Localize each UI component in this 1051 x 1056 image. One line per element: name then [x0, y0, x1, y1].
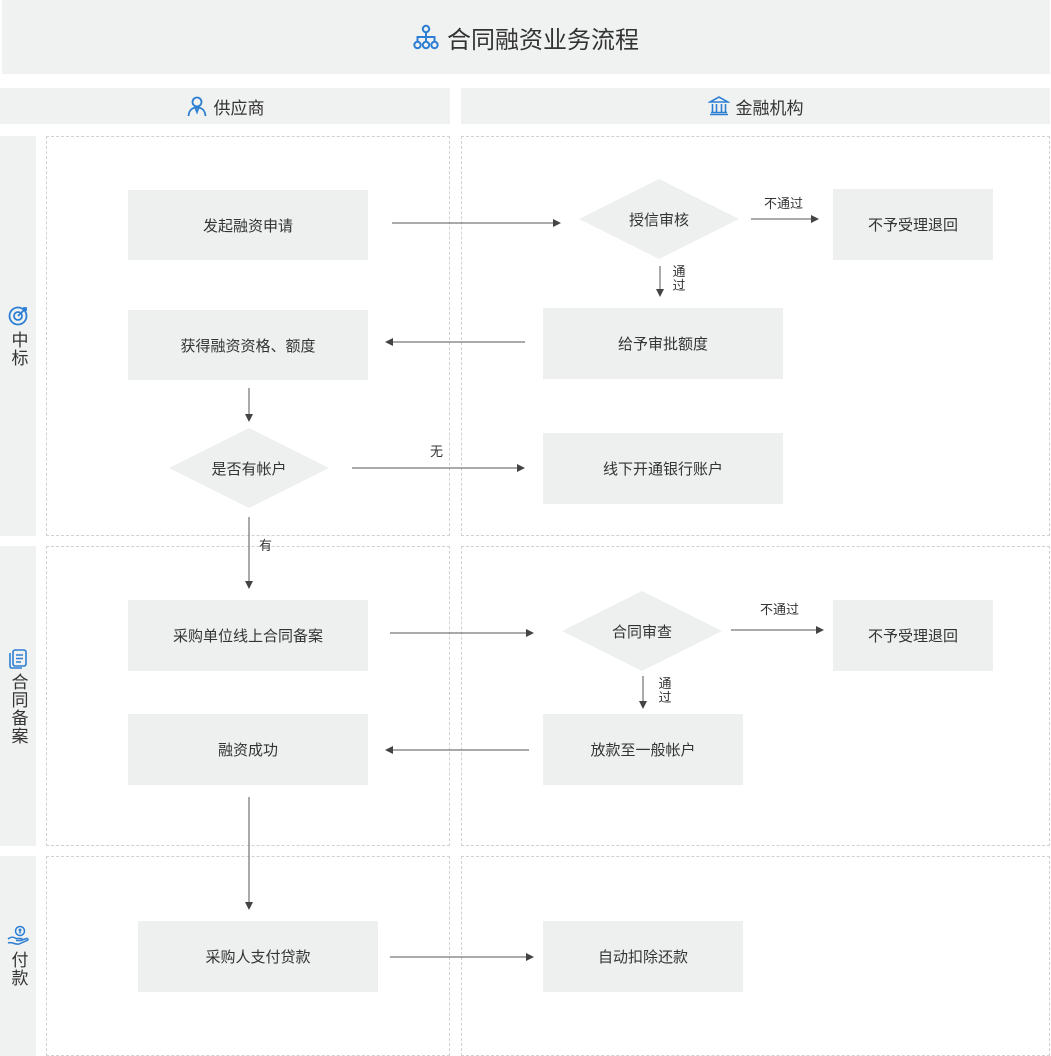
column-header-bank-label: 金融机构 [735, 98, 804, 119]
node-buyer-pay: 采购人支付贷款 [138, 921, 378, 992]
column-header-supplier-label: 供应商 [213, 98, 265, 119]
cell-supplier-bid [46, 136, 450, 536]
row-label-filing: 合同备案 [0, 546, 36, 846]
node-has-account: 是否有帐户 [169, 428, 329, 508]
column-header-supplier: 供应商 [0, 88, 450, 124]
node-contract-review: 合同审查 [562, 591, 722, 671]
node-credit-review: 授信审核 [579, 179, 739, 259]
column-header-bank: 金融机构 [461, 88, 1050, 124]
edge-label-fail-1: 不通过 [764, 197, 804, 212]
node-contract-filing: 采购单位线上合同备案 [128, 600, 368, 671]
node-reject-2: 不予受理退回 [833, 600, 993, 671]
title-text: 合同融资业务流程 [447, 25, 639, 54]
node-disburse: 放款至一般帐户 [543, 714, 743, 785]
node-apply: 发起融资申请 [128, 190, 368, 260]
node-has-account-label: 是否有帐户 [211, 459, 287, 478]
node-auto-repay: 自动扣除还款 [543, 921, 743, 992]
coin-hand-icon [7, 925, 29, 945]
edge-label-pass-2: 通过 [658, 677, 672, 706]
org-chart-icon [413, 24, 439, 50]
node-reject-1: 不予受理退回 [833, 189, 993, 260]
bank-icon [707, 96, 730, 116]
node-success: 融资成功 [128, 714, 368, 785]
cell-supplier-filing [46, 546, 450, 846]
node-get-quota: 获得融资资格、额度 [128, 310, 368, 380]
cell-bank-filing [461, 546, 1050, 846]
row-label-filing-text: 合同备案 [7, 673, 28, 745]
row-label-bid: 中标 [0, 136, 36, 536]
row-label-payment: 付款 [0, 856, 36, 1056]
node-contract-review-label: 合同审查 [611, 622, 672, 641]
node-credit-review-label: 授信审核 [628, 210, 689, 229]
row-label-bid-text: 中标 [7, 331, 28, 367]
node-open-account: 线下开通银行账户 [543, 433, 783, 504]
page-title: 合同融资业务流程 [2, 0, 1050, 74]
cell-bank-bid [461, 136, 1050, 536]
edge-label-none: 无 [430, 445, 444, 460]
edge-label-pass-1: 通过 [672, 265, 686, 294]
document-icon [9, 649, 27, 669]
target-icon [8, 306, 28, 326]
edge-label-yes: 有 [259, 539, 273, 554]
row-label-payment-text: 付款 [7, 951, 28, 987]
person-icon [187, 96, 206, 117]
edge-label-fail-2: 不通过 [760, 603, 800, 618]
node-grant-quota: 给予审批额度 [543, 308, 783, 379]
